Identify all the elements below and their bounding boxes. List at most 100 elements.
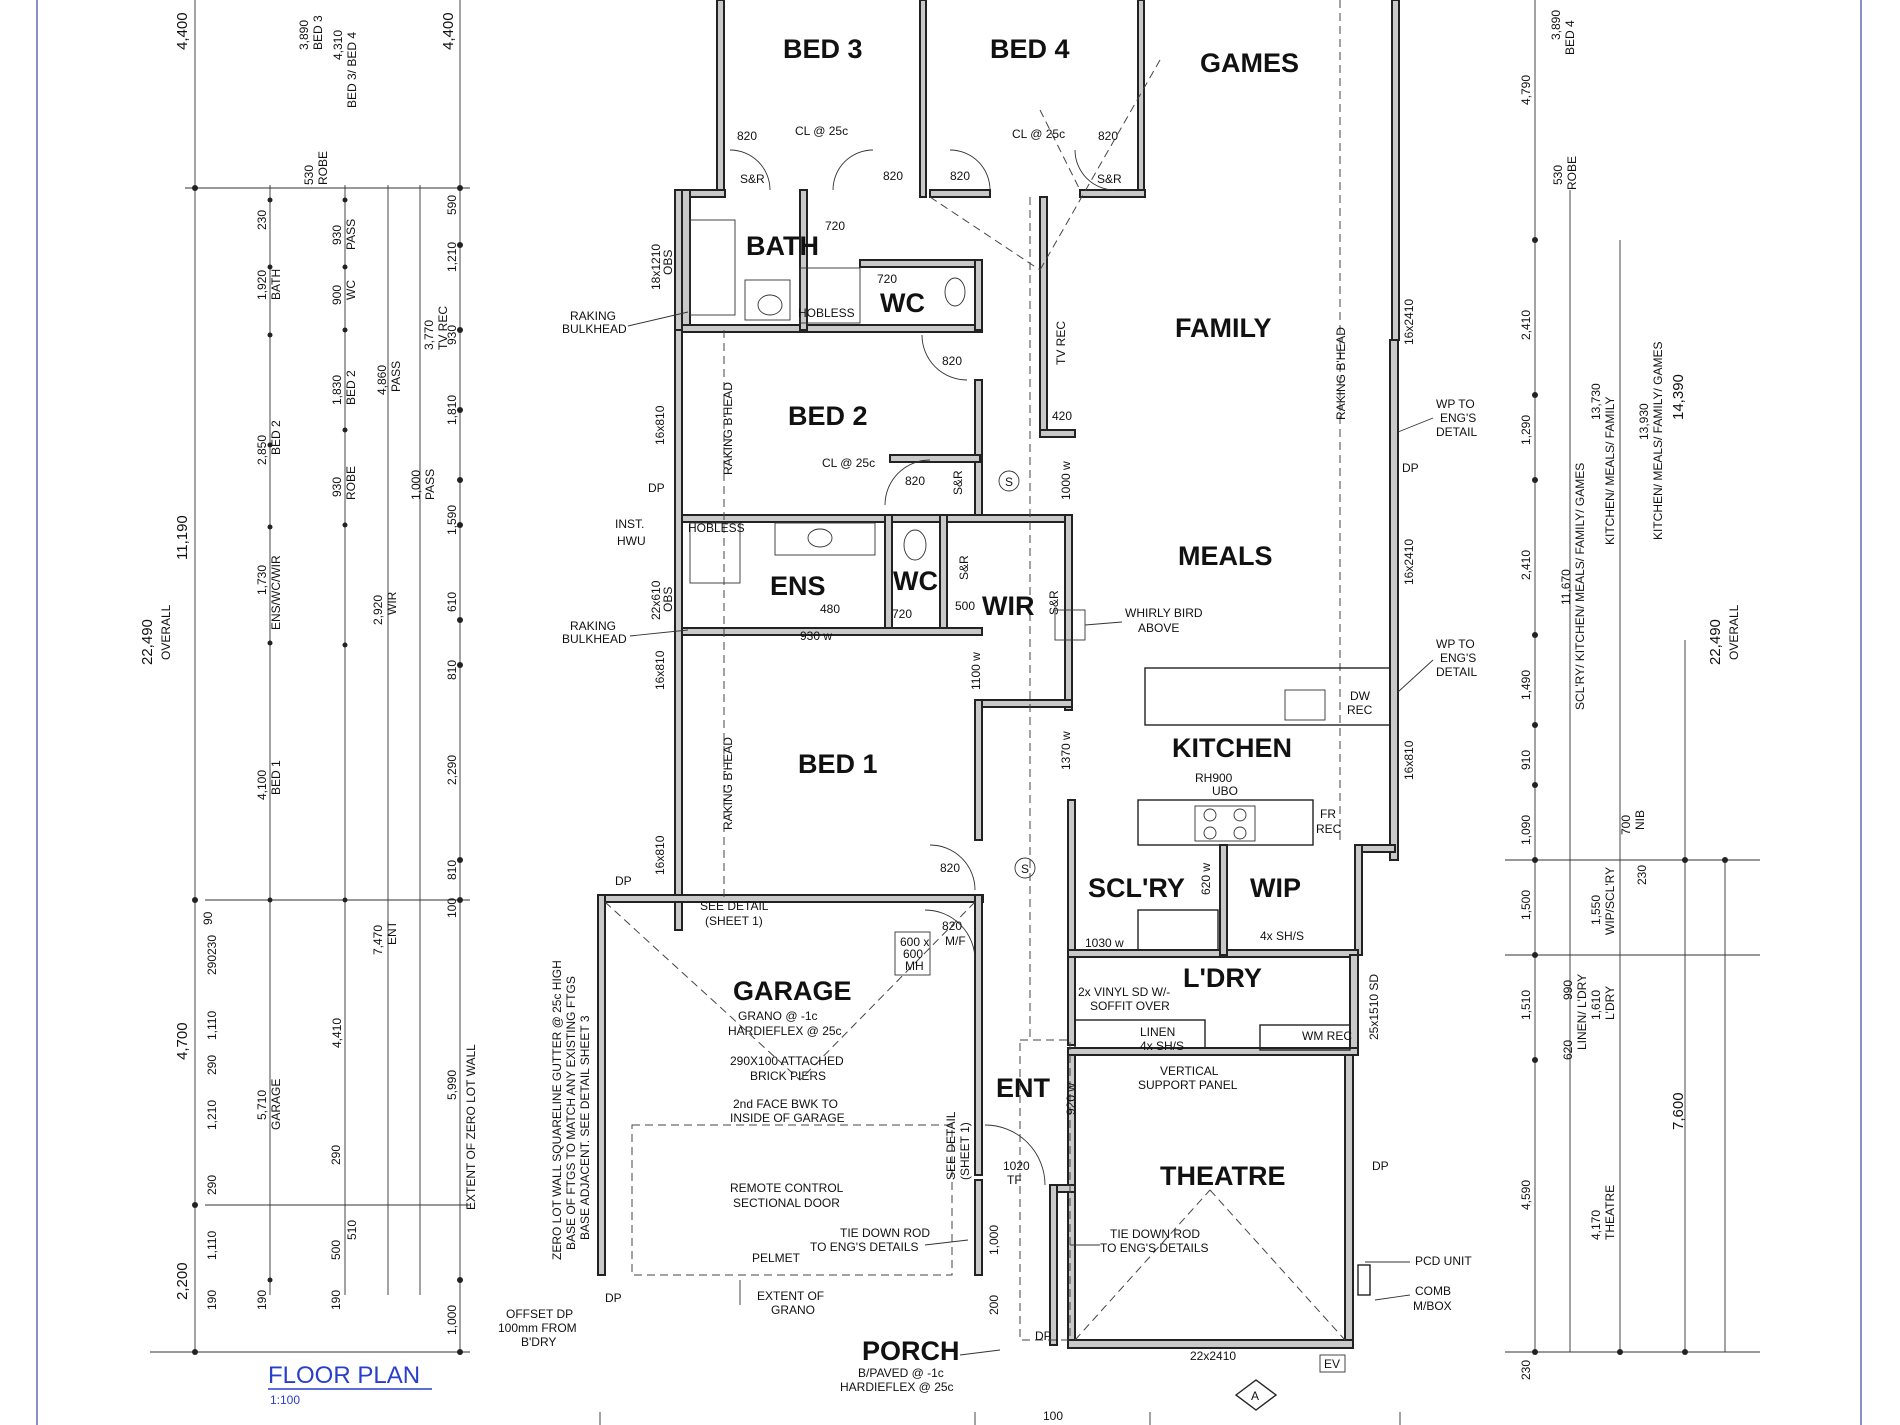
note-text: HARDIEFLEX @ 25c	[728, 1024, 842, 1038]
note-text: 2nd FACE BWK TO	[733, 1097, 838, 1111]
note-text: TIE DOWN ROD	[1110, 1227, 1200, 1241]
note-text: 1000 w	[1059, 461, 1073, 500]
note-text: WP TO	[1436, 397, 1475, 411]
note-text: 16x2410	[1402, 539, 1416, 585]
ceiling-lines	[604, 0, 1346, 1341]
note-text: 16x810	[653, 405, 667, 445]
note-text: RAKING	[570, 619, 616, 633]
walls	[597, 0, 1400, 1349]
note-text: DP	[1372, 1159, 1389, 1173]
annotations: CL @ 25c CL @ 25c CL @ 25c S&R S&R S&R S…	[498, 124, 1477, 1425]
note-text: 2x VINYL SD W/-	[1078, 985, 1170, 999]
dim-text: 230	[1519, 1360, 1533, 1380]
dim-text: 930	[445, 325, 459, 345]
dim-text: 190	[205, 1290, 219, 1310]
dim-text: 2,410	[1519, 550, 1533, 580]
dim-text: ENS/WC/WIR	[269, 555, 283, 630]
note-text: CL @ 25c	[795, 124, 848, 138]
room-label-wc: WC	[880, 288, 925, 318]
dim-text: 4,410	[330, 1018, 344, 1048]
drawing-scale: 1:100	[270, 1393, 300, 1407]
note-text: 620 w	[1199, 863, 1213, 895]
note-text: 480	[820, 602, 840, 616]
note-text: DETAIL	[1436, 425, 1477, 439]
note-text: HOBLESS	[688, 521, 745, 535]
note-text: GRANO	[771, 1303, 815, 1317]
room-label-games: GAMES	[1200, 48, 1299, 78]
note-text: DP	[1402, 461, 1419, 475]
dim-text: BATH	[269, 269, 283, 300]
dim-text: 930	[330, 477, 344, 497]
note-text: HWU	[617, 534, 646, 548]
dim-text: WC	[344, 280, 358, 300]
dim-text: 510	[345, 1220, 359, 1240]
note-text: DP	[615, 874, 632, 888]
note-text: S&R	[951, 470, 965, 495]
note-text: CL @ 25c	[1012, 127, 1065, 141]
dim-text: 1,550	[1589, 895, 1603, 925]
dim-text: BED 3/ BED 4	[345, 32, 359, 108]
dim-text: BED 4	[1563, 20, 1577, 55]
note-text: B'DRY	[521, 1335, 556, 1349]
left-dimensions: 4,400 11,190 4,700 2,200 22,490 OVERALL …	[139, 0, 478, 1355]
note-text: 1100 w	[969, 652, 983, 690]
dim-text: ROBE	[316, 151, 330, 185]
dim-text: 2,850	[255, 435, 269, 465]
dim-text: 5,990	[445, 1070, 459, 1100]
note-text: 22x610	[649, 580, 663, 620]
dim-text: 290	[205, 1055, 219, 1075]
note-text: 920 w	[1064, 1083, 1078, 1115]
dim-text: 13,730	[1589, 383, 1603, 420]
note-text: 820	[737, 129, 757, 143]
dim-text: 2,920	[371, 595, 385, 625]
dim-text: 4,860	[375, 365, 389, 395]
dim-text: 1,510	[1519, 990, 1533, 1020]
door-swings	[729, 149, 1116, 1186]
dim-text: GARAGE	[269, 1079, 283, 1130]
note-text: WP TO	[1436, 637, 1475, 651]
room-label-theatre: THEATRE	[1160, 1161, 1286, 1191]
note-text: 600	[903, 947, 923, 961]
note-text: (SHEET 1)	[705, 914, 763, 928]
dim-text: 530	[1551, 165, 1565, 185]
dim-text: 4,590	[1519, 1180, 1533, 1210]
dim-text: OVERALL	[159, 604, 173, 660]
note-text: S	[1021, 862, 1029, 876]
note-text: 720	[825, 219, 845, 233]
note-text: RAKING	[570, 309, 616, 323]
dim-text: 3,890	[297, 20, 311, 50]
note-text: 16x810	[653, 650, 667, 690]
dim-text: 1,920	[255, 270, 269, 300]
note-text: 600 x	[900, 935, 929, 949]
dim-text: KITCHEN/ MEALS/ FAMILY	[1603, 397, 1617, 545]
dim-text: 4,170	[1589, 1210, 1603, 1240]
dim-text: 500	[329, 1240, 343, 1260]
dim-text: THEATRE	[1603, 1185, 1617, 1240]
note-text: S&R	[957, 555, 971, 580]
dim-text: 230	[255, 210, 269, 230]
note-text: TF	[1007, 1173, 1022, 1187]
dim-text: 3,890	[1549, 10, 1563, 40]
dim-text: 1,110	[205, 1011, 219, 1040]
dim-text: 13,930	[1637, 403, 1651, 440]
note-text: 820	[940, 861, 960, 875]
note-text: DP	[605, 1291, 622, 1305]
note-text: RH900	[1195, 771, 1233, 785]
note-text: 16x810	[653, 835, 667, 875]
dim-text: PASS	[423, 469, 437, 500]
note-text: 290X100 ATTACHED	[730, 1054, 844, 1068]
note-text: DETAIL	[1436, 665, 1477, 679]
room-label-bed3: BED 3	[783, 34, 863, 64]
note-text: VERTICAL	[1160, 1064, 1219, 1078]
room-label-garage: GARAGE	[733, 976, 852, 1006]
note-text: 4x SH/S	[1260, 929, 1304, 943]
note-text: 16x810	[1402, 740, 1416, 780]
note-text: 420	[1052, 409, 1072, 423]
note-text: A	[1251, 1389, 1259, 1403]
note-text: S&R	[1097, 172, 1122, 186]
room-label-family: FAMILY	[1175, 313, 1272, 343]
note-text: DP	[648, 481, 665, 495]
room-label-ent: ENT	[996, 1073, 1051, 1103]
note-text: INST.	[615, 517, 644, 531]
note-text: DP	[1035, 1329, 1052, 1343]
